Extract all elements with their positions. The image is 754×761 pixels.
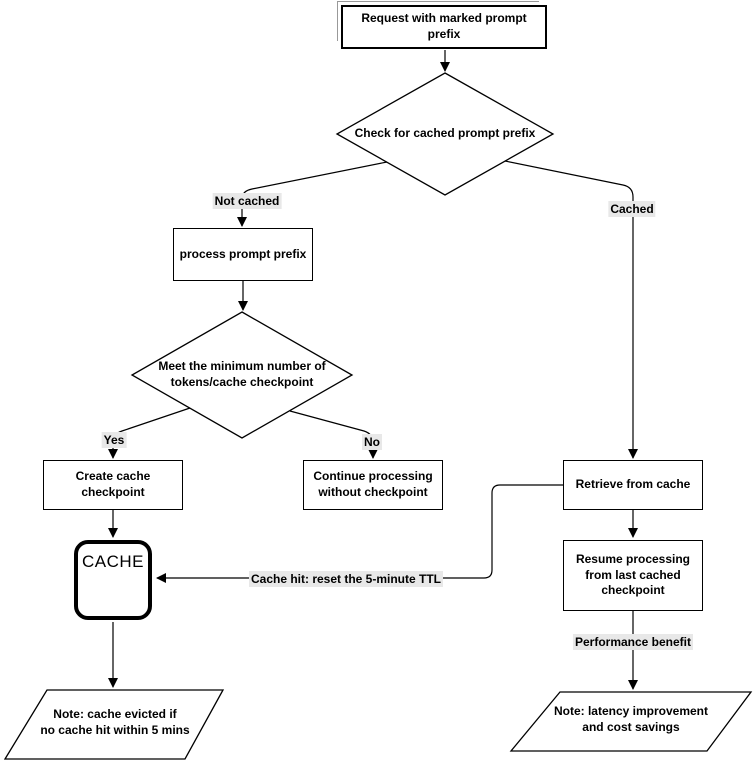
parallelogram-note-latency xyxy=(509,691,753,752)
node-process-prefix: process prompt prefix xyxy=(173,228,313,281)
edge-label-no: No xyxy=(362,434,382,451)
edge-no-to-continue xyxy=(289,410,378,459)
node-retrieve: Retrieve from cache xyxy=(563,460,703,510)
edge-label-not-cached: Not cached xyxy=(212,193,282,210)
edge-label-cached: Cached xyxy=(608,201,656,218)
edge-label-yes: Yes xyxy=(101,432,127,449)
edge-retrieve-to-cache-hit xyxy=(156,484,563,583)
edge-label-cache-hit: Cache hit: reset the 5-minute TTL xyxy=(248,571,444,588)
node-create-checkpoint: Create cache checkpoint xyxy=(43,460,183,510)
diamond-min-tokens xyxy=(130,311,354,439)
node-request: Request with marked prompt prefix xyxy=(337,1,547,49)
edge-cached-to-retrieve xyxy=(504,160,638,459)
node-continue-processing: Continue processing without checkpoint xyxy=(303,460,443,510)
diamond-check-cached xyxy=(335,72,555,196)
node-resume: Resume processing from last cached check… xyxy=(563,540,703,611)
parallelogram-note-evicted xyxy=(3,689,225,760)
node-cache: CACHE xyxy=(74,540,152,620)
edge-label-performance: Performance benefit xyxy=(572,634,694,651)
